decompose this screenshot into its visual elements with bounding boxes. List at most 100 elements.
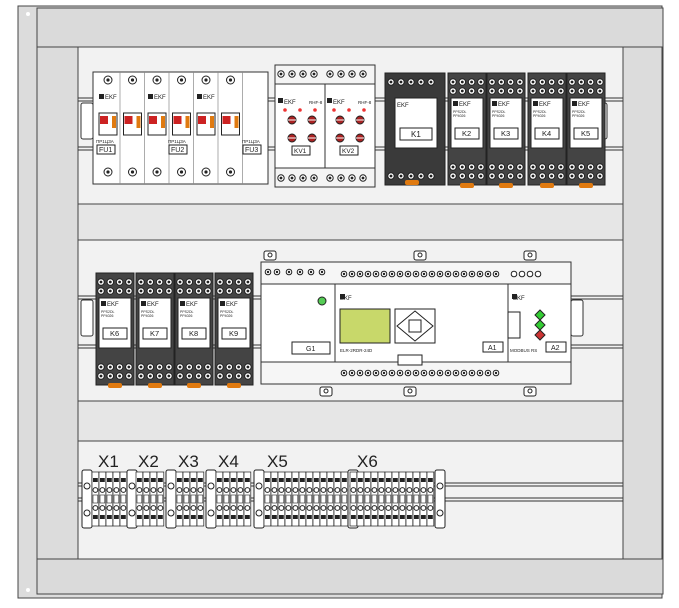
terminal-marker — [372, 478, 377, 482]
terminal-screw — [427, 487, 434, 493]
relay-label-plate — [181, 327, 207, 340]
relay-label: K3 — [501, 129, 510, 138]
fuse-orange-flag — [234, 116, 239, 128]
relay-screw-core — [178, 374, 182, 378]
fuse-red-indicator — [149, 116, 157, 124]
k1-screw-bottom-core — [389, 174, 393, 178]
fuse-brand-square — [148, 94, 153, 99]
k1-screw-bottom-core — [399, 174, 403, 178]
relay-screw-core — [246, 365, 250, 369]
relay-clip — [108, 383, 122, 388]
fuse-screw-top-core — [106, 78, 110, 82]
plc-screw-core — [398, 371, 402, 375]
terminal-jumper — [264, 494, 271, 504]
plc-screw-core — [454, 371, 458, 375]
terminal-marker — [335, 478, 340, 482]
k1-screw-top-core — [429, 80, 433, 84]
cable-duct — [77, 203, 624, 241]
terminal-marker — [121, 478, 126, 482]
relay-brand: EKF — [147, 302, 159, 308]
terminal-screw — [350, 505, 357, 511]
terminal-marker — [265, 478, 270, 482]
relay-screw-core — [206, 374, 210, 378]
terminal-screw — [99, 505, 106, 511]
relay-screw-core — [589, 165, 592, 169]
relay-model: PP4026 — [492, 114, 505, 118]
terminal-jumper — [378, 494, 385, 504]
enclosure-top-bar — [36, 7, 664, 48]
kv-screw-bottom-core — [361, 176, 365, 180]
terminal-end-stop — [205, 469, 217, 529]
plc-screw-core — [382, 371, 386, 375]
terminal-jumper — [392, 494, 399, 504]
terminal-marker — [307, 478, 312, 482]
terminal-screw — [364, 505, 371, 511]
terminal-screw — [230, 487, 237, 493]
terminal-marker — [137, 515, 142, 519]
relay-screw-core — [579, 89, 583, 93]
kv1-brand: EKF — [284, 100, 296, 106]
terminal-marker — [400, 478, 405, 482]
terminal-screw — [399, 487, 406, 493]
relay-cover — [138, 297, 172, 349]
plc-screw-core — [462, 371, 466, 375]
kv2-model: RHF-8 — [358, 100, 372, 105]
relay-screw-core — [479, 80, 483, 84]
plc-screw-core — [438, 371, 442, 375]
terminal-screw — [190, 487, 197, 493]
terminal-marker — [121, 515, 126, 519]
relay-screw-core — [187, 289, 191, 293]
terminal-screw — [357, 505, 364, 511]
terminal-screw — [143, 505, 150, 511]
terminal-end-stop-screw — [128, 509, 136, 517]
plc-screw-core — [462, 272, 466, 276]
terminal-screw — [320, 505, 327, 511]
terminal-marker — [379, 478, 384, 482]
relay-screw-core — [118, 280, 121, 284]
relay-screw-core — [227, 289, 231, 293]
relay-screw-core — [479, 89, 483, 93]
terminal-screw — [299, 487, 306, 493]
relay-screw-core — [108, 280, 112, 284]
module-screw — [534, 270, 542, 278]
terminal-jumper — [306, 494, 313, 504]
relay-screw-core — [218, 280, 222, 284]
relay-screw-core — [598, 80, 602, 84]
terminal-marker — [365, 478, 370, 482]
terminal-marker — [217, 515, 222, 519]
terminal-jumper — [120, 494, 127, 504]
relay-screw-core — [559, 165, 563, 169]
fuse-label-3: FU3 — [245, 147, 258, 154]
relay-screw-core — [540, 165, 544, 169]
relay-screw-core — [227, 374, 231, 378]
terminal-marker — [286, 478, 291, 482]
terminal-screw — [327, 505, 334, 511]
kv-screw-bottom-core — [290, 176, 294, 180]
terminal-marker — [279, 515, 284, 519]
relay-screw-core — [460, 89, 464, 93]
terminal-marker — [198, 515, 203, 519]
terminal-marker — [314, 515, 319, 519]
terminal-screw — [313, 505, 320, 511]
relay-screw-core — [550, 89, 553, 93]
terminal-end-stop — [253, 469, 265, 529]
terminal-marker — [386, 478, 391, 482]
relay-screw-core — [518, 174, 522, 178]
relay-screw-core — [187, 374, 191, 378]
plc-screw-core — [430, 272, 434, 276]
terminal-marker — [238, 515, 243, 519]
relay-screw-core — [99, 365, 103, 369]
terminal-jumper — [334, 494, 341, 504]
relay-screw-core — [178, 280, 182, 284]
end-stop — [80, 299, 94, 337]
relay-screw-core — [598, 174, 602, 178]
relay-screw-core — [470, 174, 473, 178]
terminal-screw — [120, 505, 127, 511]
terminal-screw — [285, 505, 292, 511]
fuse-rating-3: ПР1ЦЗА — [242, 139, 260, 144]
relay-screw-core — [127, 374, 131, 378]
relay-cover — [450, 97, 484, 149]
fuse-screw-top-core — [204, 78, 208, 82]
plc-model: ELR-2RDR-24D — [340, 348, 373, 353]
terminal-screw — [183, 487, 190, 493]
